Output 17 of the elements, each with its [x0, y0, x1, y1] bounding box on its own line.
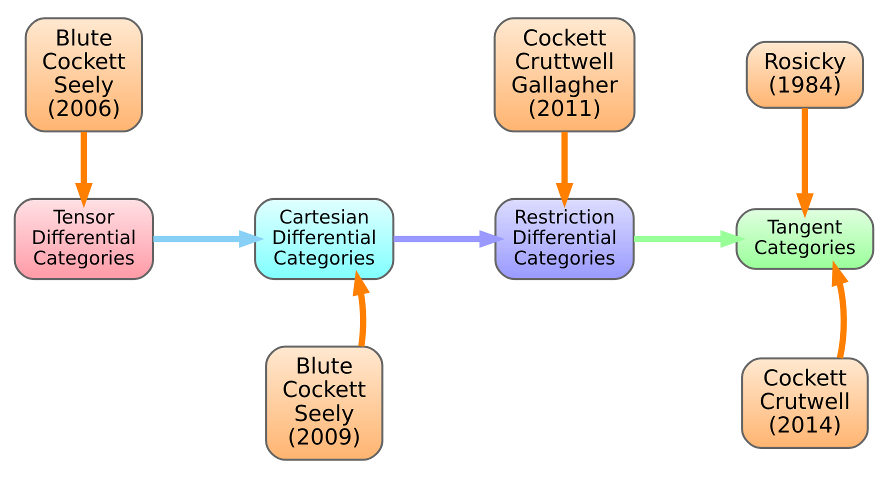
arrow	[75, 132, 93, 208]
arrow	[394, 230, 505, 248]
arrow	[634, 230, 746, 248]
arrow	[796, 108, 814, 218]
arrow	[556, 132, 574, 208]
node-box: Cockett Cruttwell Gallagher (2011)	[494, 17, 636, 132]
node-box: Cockett Crutwell (2014)	[741, 357, 869, 449]
node-box: Blute Cockett Seely (2006)	[24, 17, 144, 132]
arrow	[153, 230, 264, 248]
node-box: Restriction Differential Categories	[494, 198, 635, 280]
node-box: Tensor Differential Categories	[14, 198, 154, 280]
node-box: Cartesian Differential Categories	[254, 198, 394, 280]
arrow	[832, 260, 849, 358]
arrow	[352, 270, 370, 347]
node-box: Rosicky (1984)	[746, 40, 864, 109]
node-box: Blute Cockett Seely (2009)	[265, 346, 384, 461]
node-box: Tangent Categories	[736, 208, 874, 270]
